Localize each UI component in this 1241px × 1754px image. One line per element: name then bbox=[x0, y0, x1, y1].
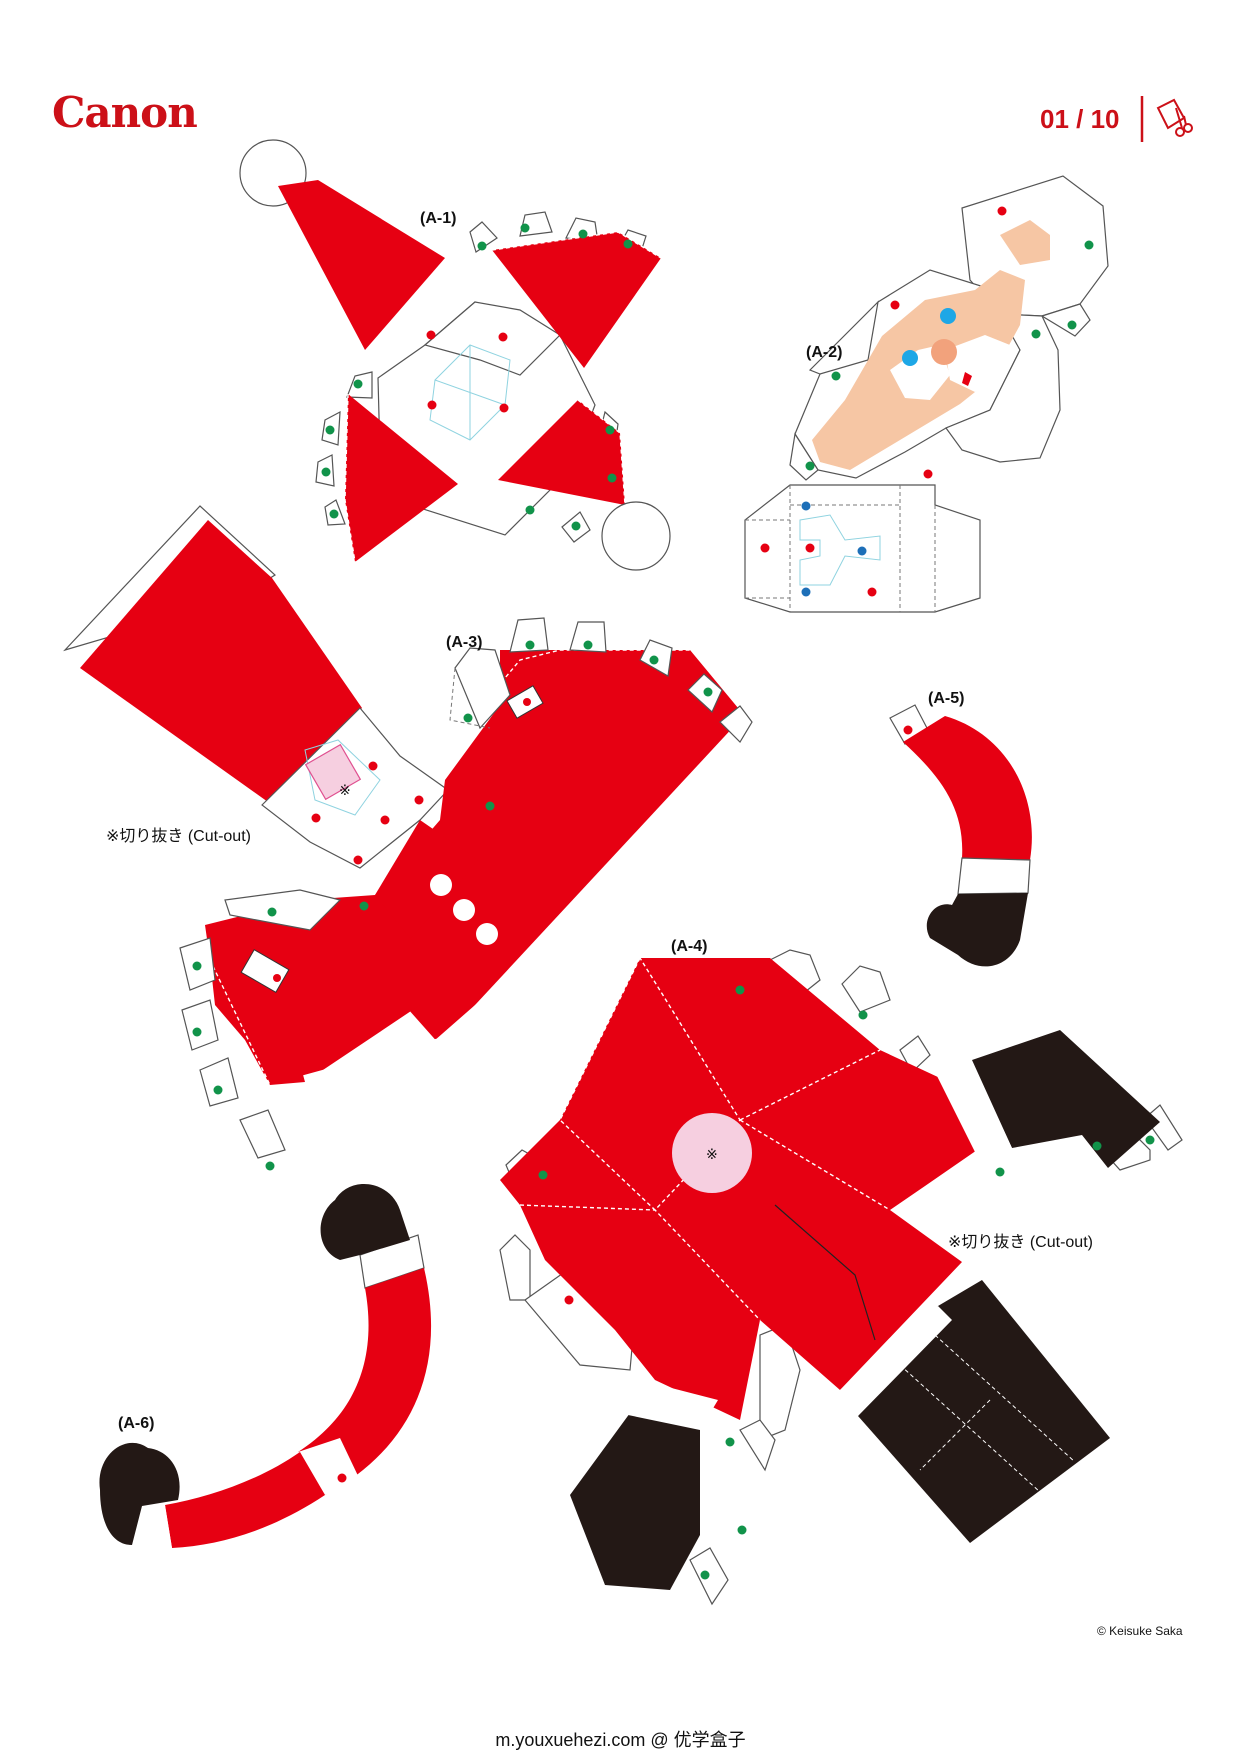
label-a4: (A-4) bbox=[671, 938, 708, 955]
label-a6: (A-6) bbox=[118, 1415, 155, 1432]
part-a6-arm bbox=[99, 1183, 432, 1550]
cutout-note-a4: ※切り抜き (Cut-out) bbox=[948, 1234, 1093, 1251]
cutout-circle bbox=[672, 1113, 752, 1193]
cutout-mark-a4: ※ bbox=[706, 1146, 718, 1162]
cutout-mark-a3: ※ bbox=[339, 782, 351, 798]
canon-logo: Canon bbox=[52, 88, 198, 137]
coat-button bbox=[430, 874, 452, 896]
coat-button bbox=[476, 923, 498, 945]
page-number: 01 / 10 bbox=[1040, 104, 1120, 134]
part-a3-coat bbox=[63, 505, 753, 1171]
eye-icon bbox=[940, 308, 956, 324]
coat-button bbox=[453, 899, 475, 921]
part-a4-body bbox=[499, 949, 1183, 1606]
nose-icon bbox=[931, 339, 957, 365]
cutout-square bbox=[304, 743, 362, 801]
site-watermark: m.youxuehezi.com @ 优学盒子 bbox=[495, 1730, 746, 1750]
scissors-cut-icon bbox=[1140, 96, 1193, 142]
eye-icon bbox=[902, 350, 918, 366]
label-a1: (A-1) bbox=[420, 210, 457, 227]
part-a5-arm bbox=[889, 704, 1032, 967]
cutout-note-a3: ※切り抜き (Cut-out) bbox=[106, 828, 251, 845]
label-a3: (A-3) bbox=[446, 634, 483, 651]
part-a1-hat bbox=[239, 139, 671, 571]
part-a2-head bbox=[744, 175, 1109, 613]
hat-pompom-bottom bbox=[601, 501, 671, 571]
copyright-credit: © Keisuke Saka bbox=[1097, 1624, 1183, 1638]
label-a5: (A-5) bbox=[928, 690, 965, 707]
label-a2: (A-2) bbox=[806, 344, 843, 361]
